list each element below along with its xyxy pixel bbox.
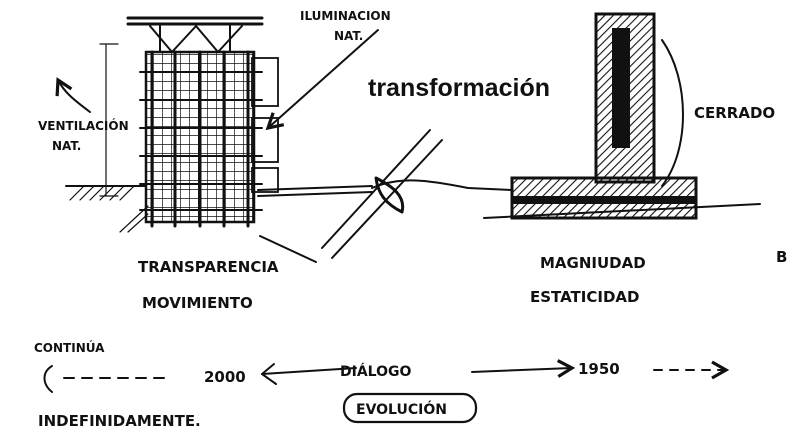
- iluminacion-label: ILUMINACION: [300, 9, 391, 23]
- dialogo-left-line: [261, 367, 357, 375]
- nat-left-label: NAT.: [52, 139, 81, 153]
- transparent-building: [55, 16, 379, 233]
- transparencia-label: TRANSPARENCIA: [138, 258, 279, 276]
- continua-label: CONTINÚA: [34, 340, 105, 355]
- estaticidad-label: ESTATICIDAD: [530, 288, 639, 306]
- dialogo-right-arrow: [471, 359, 576, 378]
- cerrado-label: CERRADO: [694, 104, 775, 122]
- indefinidamente-label: INDEFINIDAMENTE.: [38, 412, 201, 430]
- transformacion-title: transformación: [368, 74, 550, 102]
- magnitud-label: MAGNIUDAD: [540, 254, 646, 272]
- edge-fragment-label: B: [776, 248, 787, 266]
- dialogo-label: DIÁLOGO: [340, 363, 411, 380]
- continue-curl: [43, 365, 53, 393]
- evolucion-oval: [342, 392, 478, 424]
- year-1950-label: 1950: [578, 360, 620, 378]
- evolucion-label: EVOLUCIÓN: [356, 400, 447, 418]
- nat-top-label: NAT.: [334, 29, 363, 43]
- section-break: [259, 129, 513, 263]
- left-arrowhead: [261, 363, 277, 385]
- year-2000-label: 2000: [204, 368, 246, 386]
- solid-building: [483, 12, 761, 220]
- ventilacion-label: VENTILACIÓN: [38, 118, 129, 133]
- movimiento-label: MOVIMIENTO: [142, 294, 253, 312]
